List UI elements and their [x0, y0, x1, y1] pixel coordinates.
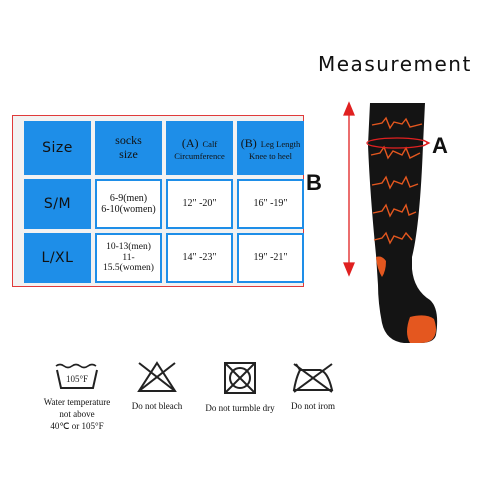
row-calf-sm: 12" -20": [166, 179, 233, 229]
header-socks-line1: socks: [115, 133, 142, 148]
wash-105f-icon: 105°F: [55, 363, 98, 389]
header-leg-line1: (B) Leg Length: [241, 134, 300, 152]
row-leg-lxl-text: 19" -21": [253, 252, 288, 264]
sock-body: [368, 103, 438, 343]
do-not-tumble-dry-icon: [224, 362, 256, 394]
care-no-bleach: Do not bleach: [124, 360, 190, 412]
header-calf-word: Calf: [202, 138, 218, 149]
header-leg-letter: (B): [240, 135, 257, 150]
header-leg: (B) Leg Length Knee to heel: [237, 121, 304, 175]
row-socks-lxl-line2: 11-15.5(women): [103, 252, 154, 274]
sock-heel: [376, 256, 386, 277]
row-socks-lxl: 10-13(men) 11-15.5(women): [95, 233, 162, 283]
row-size-lxl-text: L/XL: [41, 249, 74, 266]
care-no-tumble-dry: Do not turmble dry: [194, 360, 286, 414]
row-socks-sm: 6-9(men) 6-10(women): [95, 179, 162, 229]
care-wash-label: Water temperature not above 40℃ or 105°F: [44, 396, 111, 432]
row-size-sm-text: S/M: [43, 195, 72, 212]
care-bleach-label: Do not bleach: [131, 401, 183, 411]
care-tumble-label: Do not turmble dry: [205, 403, 275, 413]
row-socks-sm-line2: 6-10(women): [101, 204, 156, 215]
header-calf: (A) Calf Circumference: [166, 121, 233, 175]
row-leg-sm: 16" -19": [237, 179, 304, 229]
leg-length-arrow: [343, 101, 355, 277]
care-wash-line1: Water temperature: [43, 397, 111, 407]
measurement-title: Measurement: [318, 52, 472, 76]
row-calf-lxl: 14" -23": [166, 233, 233, 283]
size-chart-grid: Size socks size (A) Calf Circumference (…: [24, 121, 304, 283]
do-not-iron-icon: [292, 363, 334, 393]
wash-icon-text: 105°F: [66, 374, 88, 384]
row-leg-sm-text: 16" -19": [253, 198, 288, 210]
header-calf-line1: (A) Calf: [182, 134, 217, 152]
row-size-lxl: L/XL: [24, 233, 91, 283]
row-socks-lxl-line1: 10-13(men): [106, 241, 151, 252]
compression-sock-illustration: [343, 101, 438, 343]
sock-stripes: [370, 116, 423, 245]
row-calf-lxl-text: 14" -23": [182, 252, 217, 264]
care-no-iron: Do not irom: [282, 360, 344, 412]
label-b-leg-length: B: [306, 170, 322, 195]
do-not-bleach-icon: [137, 361, 177, 392]
header-calf-letter: (A): [181, 135, 199, 150]
sock-toe: [407, 315, 436, 343]
calf-circumference-arrow: [366, 137, 431, 149]
row-socks-sm-line1: 6-9(men): [109, 192, 148, 204]
care-wash-line3: 40℃ or 105°F: [50, 421, 104, 432]
header-size: Size: [24, 121, 91, 175]
header-leg-word: Leg Length: [260, 138, 301, 149]
header-socks-line2: size: [119, 147, 138, 161]
header-calf-line2: Circumference: [174, 151, 225, 162]
header-socks-size: socks size: [95, 121, 162, 175]
care-iron-label: Do not irom: [291, 401, 335, 411]
row-leg-lxl: 19" -21": [237, 233, 304, 283]
header-leg-line2: Knee to heel: [249, 151, 292, 162]
care-wash-line2: not above: [59, 409, 95, 420]
size-chart-table: Size socks size (A) Calf Circumference (…: [12, 115, 304, 287]
row-size-sm: S/M: [24, 179, 91, 229]
care-wash-temperature: 105°F Water temperature not above 40℃ or…: [22, 360, 132, 432]
row-calf-sm-text: 12" -20": [182, 198, 217, 210]
header-size-text: Size: [42, 139, 73, 156]
label-a-calf: A: [432, 133, 448, 158]
